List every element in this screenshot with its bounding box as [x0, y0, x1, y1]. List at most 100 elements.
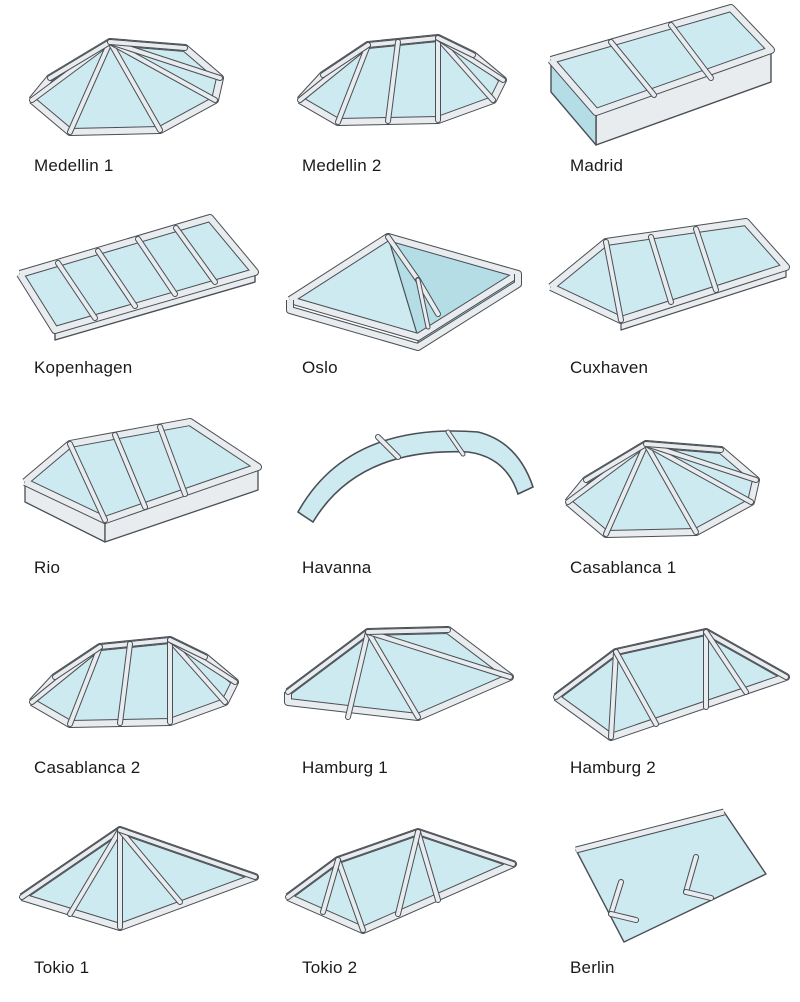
skylight-item: Tokio 2 — [278, 802, 544, 1002]
frame-rafter-fill — [386, 40, 400, 123]
frame-rafter-fill — [336, 43, 370, 124]
frame-rafter-fill — [68, 442, 107, 522]
frame-rafter-fill — [174, 226, 217, 284]
frame-rafter-fill — [436, 36, 495, 102]
frame-rafter-fill — [584, 442, 648, 482]
frame-rafter-fill — [118, 828, 182, 904]
skylight-item: Casablanca 2 — [10, 602, 276, 802]
frame-rafter-fill — [614, 630, 708, 654]
skylight-item: Medellin 2 — [278, 0, 544, 200]
skylight-item: Tokio 1 — [10, 802, 276, 1002]
frame-rafter-fill — [609, 880, 623, 916]
frame-rafter-fill — [53, 645, 102, 679]
frame-rafter-fill — [168, 638, 227, 704]
frame-rafter-fill — [98, 638, 172, 649]
skylight-label: Hamburg 2 — [570, 758, 656, 777]
skylight-drawing — [29, 636, 239, 728]
frame-rafter-fill — [644, 442, 758, 482]
skylight-item: Havanna — [278, 402, 544, 602]
frame-edge-fill — [575, 809, 725, 853]
frame-rafter-fill — [604, 240, 623, 322]
frame-rafter-fill — [336, 858, 365, 932]
frame-rafter-fill — [68, 828, 122, 916]
frame-rafter-fill — [136, 237, 177, 296]
frame-rafter-fill — [108, 40, 162, 132]
skylight-drawing — [548, 218, 790, 331]
frame-rafter-fill — [321, 858, 340, 914]
skylight-drawing — [28, 38, 224, 136]
frame-rafter-fill — [609, 912, 638, 922]
frame-rafter-fill — [48, 40, 112, 80]
frame-rafter-fill — [286, 858, 340, 899]
frame-rafter-fill — [644, 442, 723, 452]
frame-rafter-fill — [366, 628, 450, 634]
skylight-label: Medellin 1 — [34, 156, 114, 175]
frame-rafter-fill — [68, 645, 102, 726]
skylight-drawing — [553, 628, 790, 741]
frame-rafter-fill — [386, 235, 420, 282]
frame-rafter-fill — [416, 278, 430, 329]
frame-rafter-fill — [614, 650, 658, 726]
frame-rafter-fill — [554, 650, 618, 699]
frame-rafter-fill — [56, 261, 97, 320]
frame-rafter-fill — [604, 442, 648, 536]
frame-rafter-fill — [436, 36, 475, 57]
frame-rafter-fill — [684, 890, 713, 900]
skylight-item: Medellin 1 — [10, 0, 276, 200]
frame-edge-fill — [17, 215, 258, 333]
frame-edge-fill — [23, 419, 261, 523]
frame-rafter-fill — [366, 630, 512, 679]
frame-rafter-fill — [118, 642, 132, 725]
frame-rafter-fill — [609, 40, 656, 97]
skylight-label: Kopenhagen — [34, 358, 133, 377]
frame-rafter-fill — [704, 630, 748, 694]
frame-rafter-fill — [96, 249, 137, 308]
frame-rafter-fill — [321, 43, 370, 77]
frame-rafter-fill — [644, 442, 753, 504]
glass-roof — [296, 430, 534, 524]
skylight-label: Casablanca 2 — [34, 758, 141, 777]
frame-rafter-fill — [20, 828, 122, 899]
skylight-drawing — [547, 4, 775, 146]
frame-rafter-fill — [108, 40, 222, 80]
frame-rafter-fill — [158, 425, 187, 496]
skylight-label: Rio — [34, 558, 61, 577]
frame-rafter-fill — [346, 630, 370, 719]
frame-rafter-fill — [118, 828, 257, 879]
frame-rafter-fill — [446, 430, 465, 456]
skylight-item: Rio — [10, 402, 276, 602]
skylight-item: Berlin — [546, 802, 800, 1002]
skylight-label: Berlin — [570, 958, 615, 977]
skylight-label: Havanna — [302, 558, 372, 577]
skylight-label: Tokio 1 — [34, 958, 90, 977]
frame-rafter-fill — [113, 433, 147, 509]
skylight-drawing — [286, 233, 522, 351]
frame-rafter-fill — [286, 630, 370, 694]
skylight-drawing — [19, 826, 259, 931]
frame-rafter-fill — [704, 630, 788, 679]
skylight-item: Hamburg 2 — [546, 602, 800, 802]
skylight-drawing — [284, 626, 514, 721]
skylight-item: Cuxhaven — [546, 202, 800, 402]
frame-rafter-fill — [68, 40, 112, 134]
frame-rafter-fill — [108, 40, 217, 102]
frame-rafter-fill — [366, 630, 420, 719]
skylight-drawing — [564, 440, 760, 538]
frame-rafter-fill — [416, 830, 515, 866]
frame-rafter-fill — [609, 650, 618, 739]
frame-rafter-fill — [644, 442, 698, 534]
skylight-item: Hamburg 1 — [278, 602, 544, 802]
glass-roof — [575, 811, 767, 943]
skylight-drawing — [22, 418, 262, 543]
skylight-drawing — [575, 808, 767, 943]
skylight-item: Kopenhagen — [10, 202, 276, 402]
skylight-item: Casablanca 1 — [546, 402, 800, 602]
skylight-item: Oslo — [278, 202, 544, 402]
frame-edge-fill — [287, 274, 521, 350]
frame-rafter-fill — [416, 830, 440, 902]
frame-rafter-fill — [366, 36, 440, 47]
frame-edge-fill — [549, 219, 789, 323]
skylight-label: Tokio 2 — [302, 958, 358, 977]
skylight-label: Casablanca 1 — [570, 558, 677, 577]
